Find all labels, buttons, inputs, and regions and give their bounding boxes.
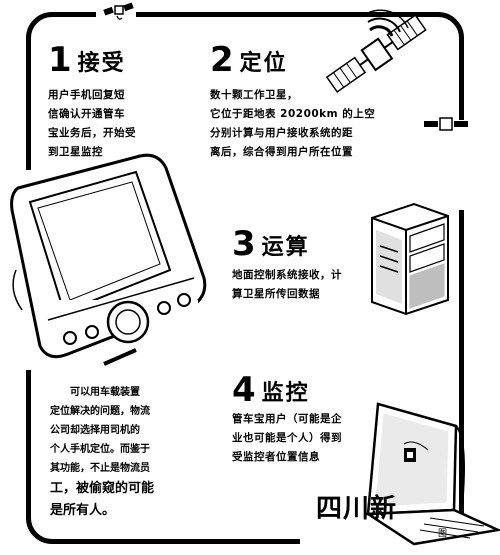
step-number: 4 [232, 370, 256, 410]
brand-sub: 图 [438, 529, 448, 539]
pda-device-icon [10, 153, 207, 366]
satellite-icon [103, 2, 134, 20]
step-title: 运算 [261, 234, 310, 260]
server-tower-icon [371, 202, 449, 316]
step-1: 1 接受 用户手机回复短 信确认开通管车 宝业务后，开始受 到卫星监控 [48, 40, 136, 162]
step-number: 2 [210, 40, 234, 80]
step-title: 监控 [261, 380, 310, 406]
step-description: 地面控制系统接收，计 算卫星所传回数据 [232, 269, 342, 300]
step-4: 4 监控 管车宝用户（可能是企 业也可能是个人）得到 受监控者位置信息 [232, 370, 342, 467]
step-description: 数十颗工作卫星， 它位于距地表 20200km 的上空 分别计算与用户接收系统的… [210, 89, 376, 158]
step-number: 1 [48, 40, 72, 80]
frame-gap-right [456, 120, 470, 210]
step-title: 接受 [77, 50, 126, 76]
side-note: 可以用车载装置 定位解决的问题，物流 公司却选择用司机的 个人手机定位。而鉴于 … [50, 387, 155, 518]
satellite-dish-icon [325, 9, 427, 93]
step-description: 管车宝用户（可能是企 业也可能是个人）得到 受监控者位置信息 [232, 413, 342, 463]
step-title: 定位 [239, 50, 288, 76]
step-2: 2 定位 数十颗工作卫星， 它位于距地表 20200km 的上空 分别计算与用户… [210, 40, 376, 162]
step-description: 用户手机回复短 信确认开通管车 宝业务后，开始受 到卫星监控 [48, 89, 136, 158]
step-number: 3 [232, 224, 256, 264]
brand-logo: 四川新 [316, 494, 398, 524]
laptop-icon [364, 402, 500, 546]
step-3: 3 运算 地面控制系统接收，计 算卫星所传回数据 [232, 224, 342, 304]
satellite-icon [424, 117, 468, 131]
